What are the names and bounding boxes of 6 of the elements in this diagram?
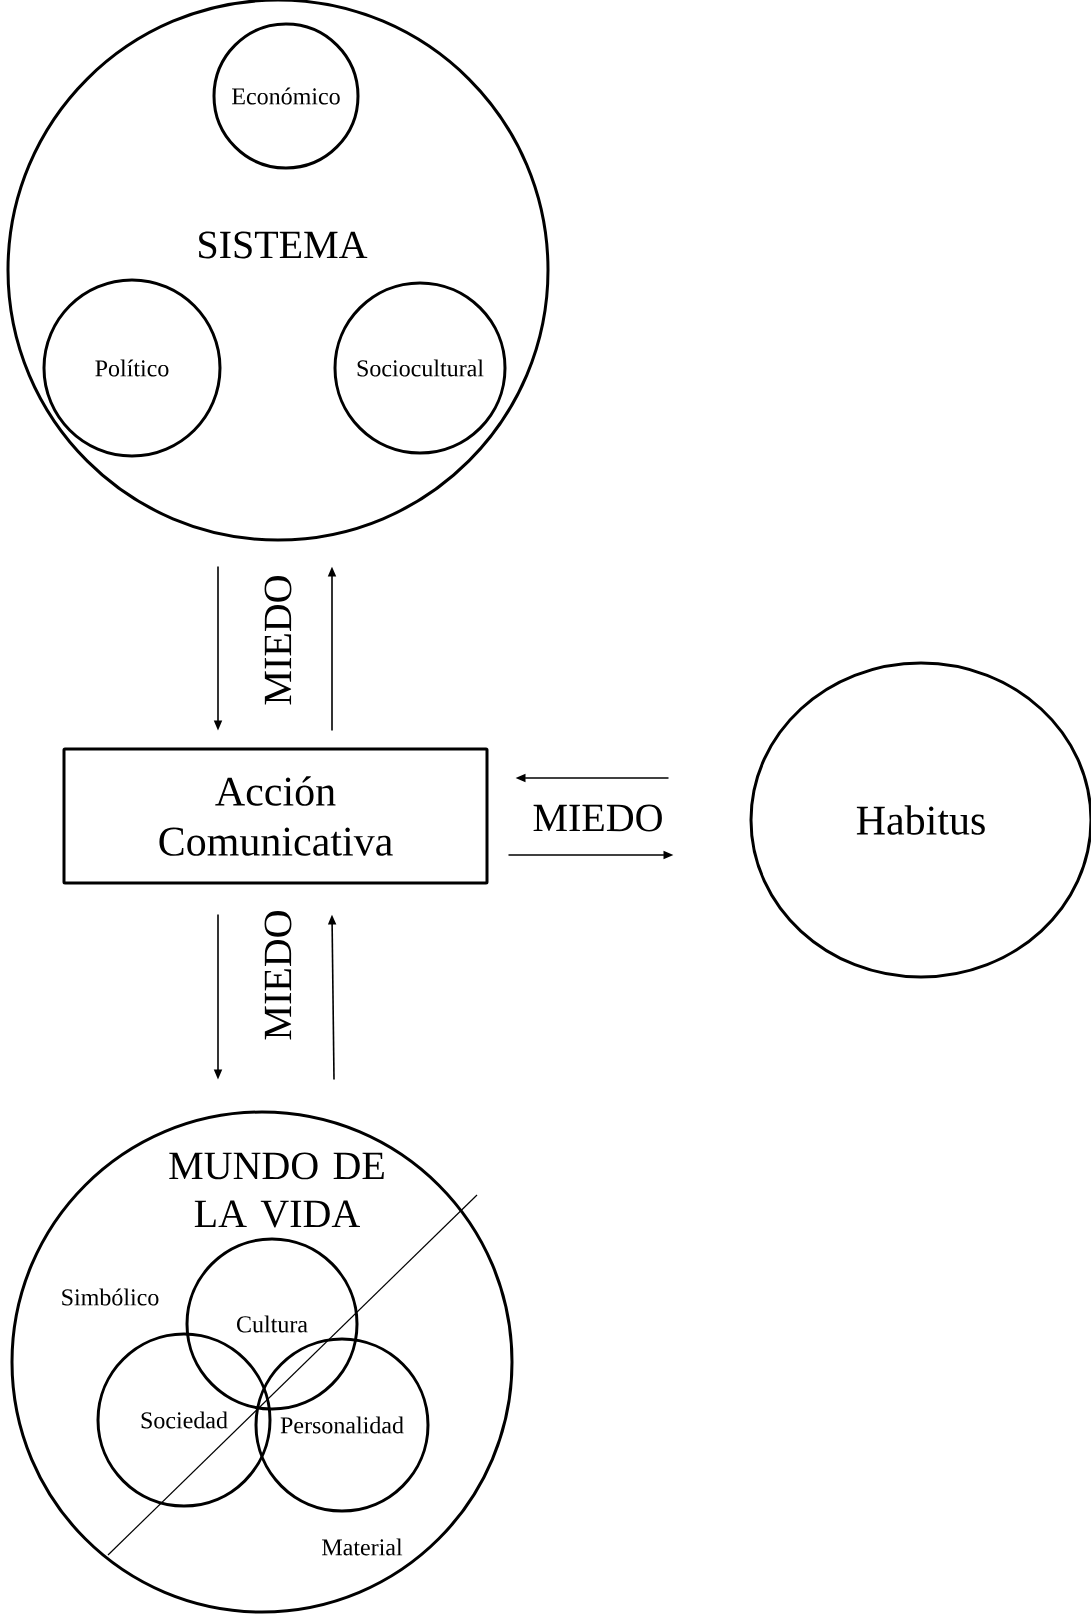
edge-label: MIEDO (264, 911, 292, 1040)
edge-label: MIEDO (264, 576, 292, 705)
edge-label: MIEDO (533, 804, 662, 832)
region-label: Simbólico (62, 1288, 159, 1306)
region-label: Material (322, 1538, 403, 1556)
process-box: Acción Comunicativa (62, 747, 489, 885)
